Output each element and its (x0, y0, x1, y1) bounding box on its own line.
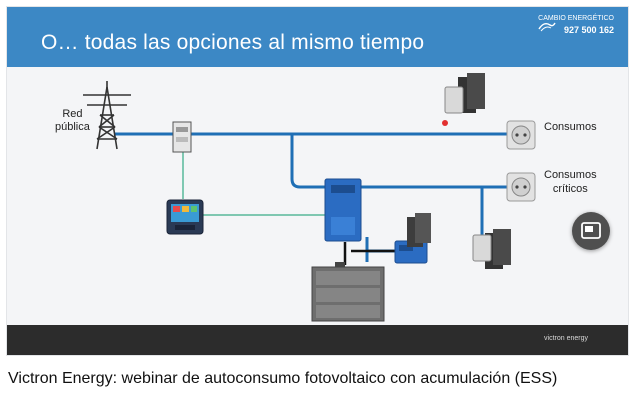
slide-header: O… todas las opciones al mismo tiempo CA… (7, 7, 628, 67)
slide-title: O… todas las opciones al mismo tiempo (41, 31, 425, 54)
brand-block: CAMBIO ENERGÉTICO 927 500 162 (538, 15, 614, 35)
video-caption[interactable]: Victron Energy: webinar de autoconsumo f… (8, 370, 558, 387)
brand-logo-icon (538, 22, 556, 32)
loads-label: Consumos (544, 121, 597, 133)
video-player[interactable]: O… todas las opciones al mismo tiempo CA… (6, 6, 629, 356)
grid-tower-icon (83, 81, 131, 150)
energy-meter-icon (172, 121, 192, 153)
critical-loads-label: Consumos críticos (544, 169, 597, 195)
brand-phone: 927 500 162 (563, 25, 614, 35)
solar-panel-icon (472, 229, 511, 269)
solar-panel-icon (442, 73, 485, 126)
pip-icon (581, 222, 601, 239)
ess-diagram (83, 73, 536, 322)
comm-wires (182, 152, 325, 216)
socket-icon (506, 172, 536, 202)
solar-panel-icon (407, 213, 431, 247)
socket-icon (506, 120, 536, 150)
pip-button[interactable] (572, 212, 610, 250)
power-wires (115, 132, 507, 262)
multiplus-inverter-icon (324, 178, 362, 242)
footer-logo: victron energy (544, 335, 588, 342)
brand-name: CAMBIO ENERGÉTICO (538, 15, 614, 22)
gx-control-icon (166, 199, 204, 235)
grid-label: Red pública (55, 108, 90, 133)
battery-stack-icon (311, 262, 385, 322)
slide-footer: victron energy (7, 325, 628, 355)
